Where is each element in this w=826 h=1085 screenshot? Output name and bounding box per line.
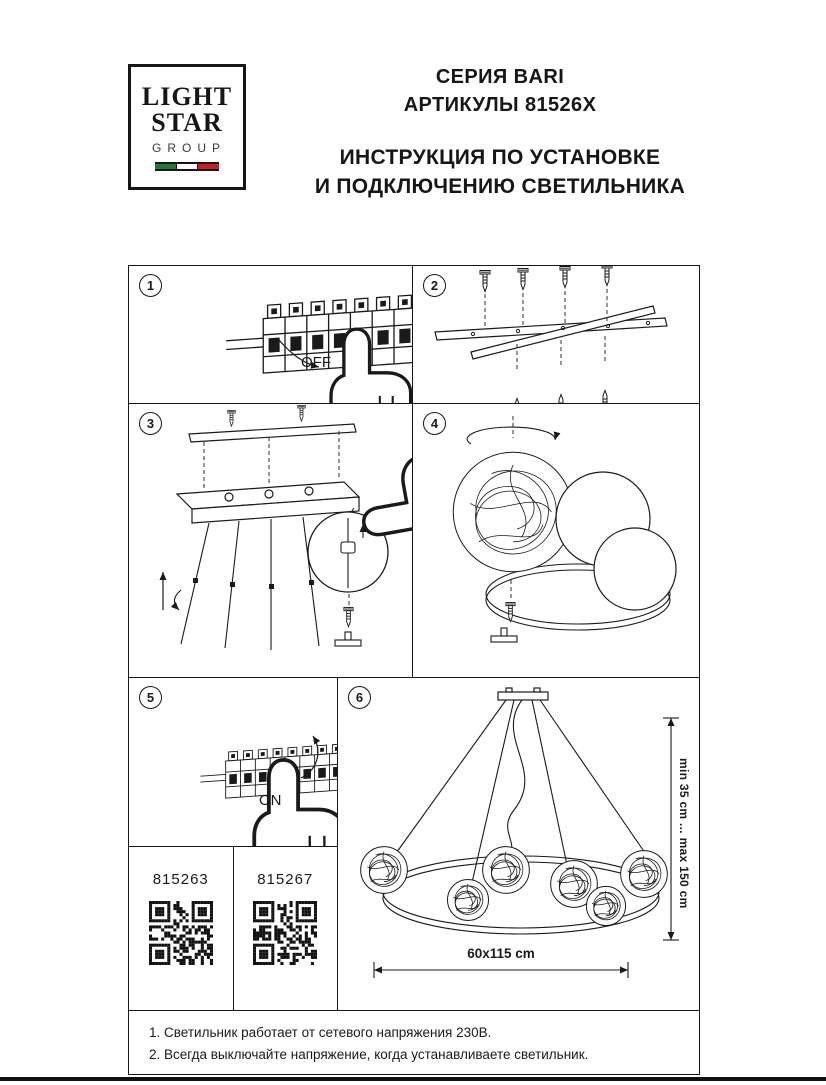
panel-5-power-on: 5 ON 815263 815267 xyxy=(128,677,338,1011)
rotate-arrow xyxy=(466,426,561,445)
wire-ball-shade xyxy=(586,886,626,926)
wire-ball-shade xyxy=(620,850,668,898)
panel-3-ceiling-mount: 3 xyxy=(128,403,413,678)
footnote-1: 1. Светильник работает от сетевого напря… xyxy=(149,1025,492,1040)
panel-4-shade-assembly: 4 xyxy=(412,403,700,678)
footnotes-box: 1. Светильник работает от сетевого напря… xyxy=(128,1010,700,1075)
shade-assembly-illustration xyxy=(452,416,677,643)
page-bottom-rule xyxy=(0,1077,826,1081)
qr-cell-right: 815267 xyxy=(232,847,338,1010)
page-title-line1: ИНСТРУКЦИЯ ПО УСТАНОВКЕ xyxy=(339,146,661,169)
power-cord xyxy=(507,699,526,859)
glass-sphere xyxy=(593,527,677,611)
chandelier-illustration xyxy=(360,687,679,978)
height-dimension-label: min 35 cm ... max 150 cm xyxy=(677,758,691,909)
panel-1-power-off: 1 OFF xyxy=(128,265,413,404)
flag-green xyxy=(155,163,176,169)
italian-flag-stripe xyxy=(155,161,220,171)
step-number-badge: 5 xyxy=(139,686,162,709)
wire-ball-shade xyxy=(360,846,408,894)
footnote-2: 2. Всегда выключайте напряжение, когда у… xyxy=(149,1047,589,1062)
panel-2-mounting-rails: 2 xyxy=(412,265,700,405)
logo-word-light: LIGHT xyxy=(141,81,233,111)
flag-red xyxy=(198,163,220,169)
step-number-badge: 4 xyxy=(423,412,446,435)
cable-gripper xyxy=(340,541,356,554)
wire-ball-shade xyxy=(482,846,530,894)
off-label: OFF xyxy=(301,354,331,371)
article-number-right: 815267 xyxy=(257,871,314,888)
rail-mounting-illustration xyxy=(434,266,668,405)
qr-code-left xyxy=(148,901,213,965)
logo-word-star: STAR xyxy=(151,107,223,137)
lightstar-logo: LIGHT STAR GROUP xyxy=(128,64,246,190)
width-dimension-label: 60x115 cm xyxy=(467,946,535,961)
ceiling-rail xyxy=(188,423,357,443)
ceiling-mount-illustration xyxy=(159,405,414,650)
step-number-badge: 1 xyxy=(139,274,162,297)
page-title-line2: И ПОДКЛЮЧЕНИЮ СВЕТИЛЬНИКА xyxy=(314,175,686,198)
qr-section: 815263 815267 xyxy=(129,846,337,1010)
qr-code-right xyxy=(253,901,318,965)
wire-ball-shade xyxy=(452,451,574,573)
articles-title: АРТИКУЛЫ 81526X xyxy=(403,94,597,116)
article-number-left: 815263 xyxy=(152,871,209,888)
step-number-badge: 3 xyxy=(139,412,162,435)
step-number-badge: 2 xyxy=(423,274,446,297)
breaker-on-illustration xyxy=(129,735,339,846)
step-number-badge: 6 xyxy=(348,686,371,709)
qr-cell-left: 815263 xyxy=(129,847,233,1010)
canopy-plate-front xyxy=(191,496,360,524)
panel-6-chandelier-dimensions: 6 xyxy=(337,677,700,1011)
logo-word-group: GROUP xyxy=(151,140,226,155)
ring-frame xyxy=(485,563,671,625)
on-label: ON xyxy=(259,792,282,809)
series-title: СЕРИЯ BARI xyxy=(435,66,565,88)
flag-white xyxy=(175,163,199,169)
instruction-grid: 1 OFF 2 xyxy=(128,265,700,1075)
wire-ball-shade xyxy=(447,879,489,921)
ceiling-plate xyxy=(497,691,549,701)
breaker-off-illustration xyxy=(129,266,414,405)
